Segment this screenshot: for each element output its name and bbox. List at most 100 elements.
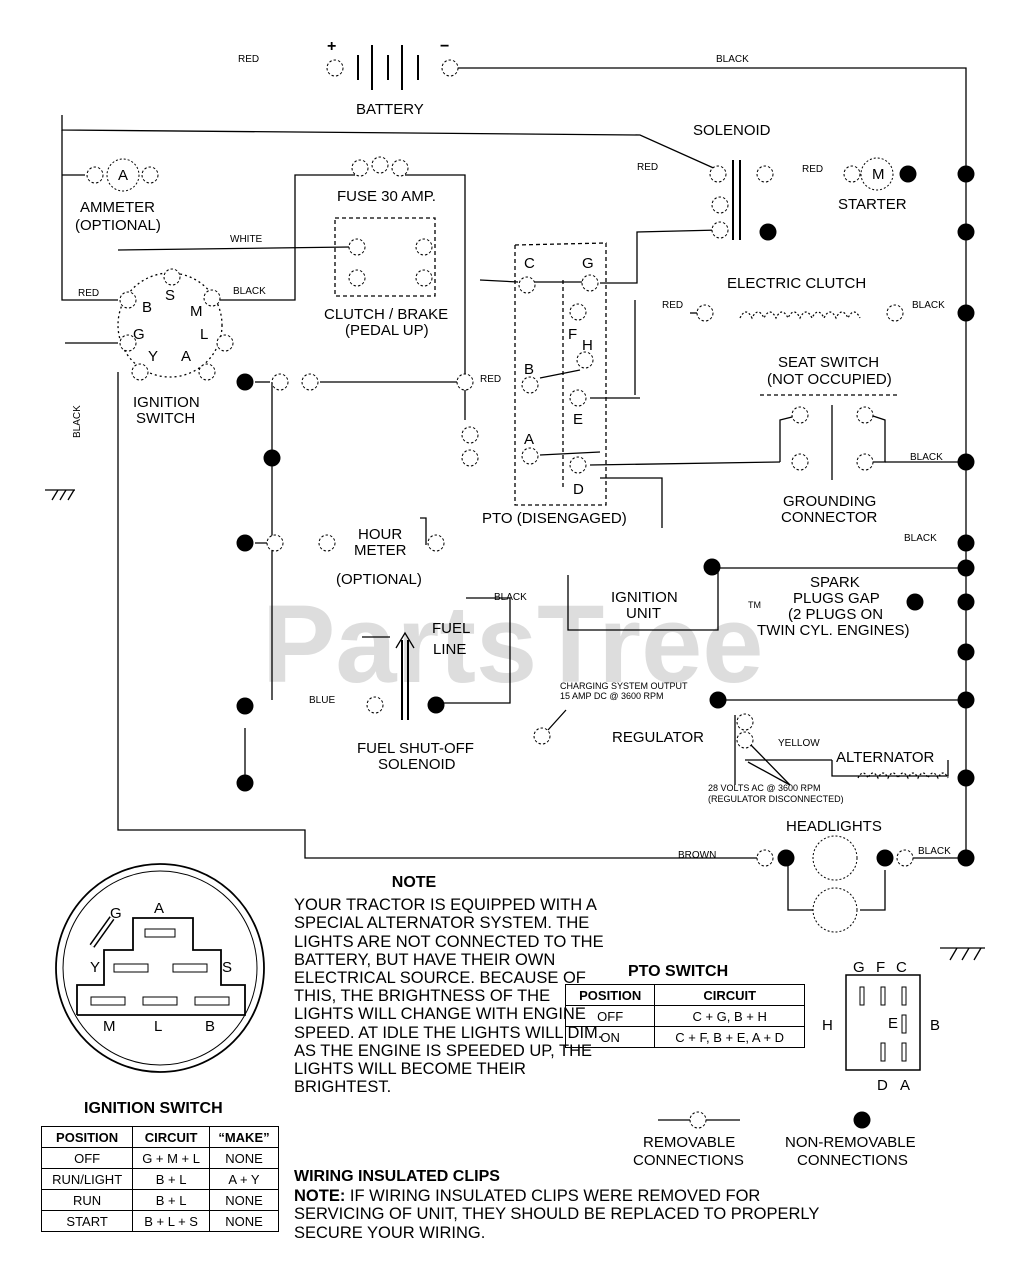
wire-brown: BROWN [678, 850, 716, 861]
ign-th-position: POSITION [40, 1126, 134, 1148]
clips-note: NOTE: IF WIRING INSULATED CLIPS WERE REM… [294, 1187, 854, 1243]
spark-label-2: PLUGS GAP [793, 590, 880, 607]
ign-terminal-s: S [165, 287, 175, 304]
ign-terminal-a: A [181, 348, 191, 365]
wire-black: BLACK [716, 54, 749, 65]
ign-terminal-y: Y [148, 348, 158, 365]
starter-label: STARTER [838, 196, 907, 213]
pto-face-h: H [822, 1017, 833, 1034]
clips-block: WIRING INSULATED CLIPS NOTE: IF WIRING I… [294, 1168, 854, 1242]
ignition-table-title: IGNITION SWITCH [84, 1100, 223, 1117]
clips-note-text: IF WIRING INSULATED CLIPS WERE REMOVED F… [294, 1186, 820, 1242]
table-cell: RUN [40, 1189, 134, 1211]
wire-red: RED [238, 54, 259, 65]
pto-switch-face [845, 974, 921, 1071]
ign-terminal-g: G [133, 326, 145, 343]
wire-black: BLACK [918, 846, 951, 857]
fuel-shutoff-label-2: SOLENOID [378, 756, 456, 773]
table-cell: A + Y [208, 1168, 280, 1190]
table-cell: ON [564, 1026, 656, 1048]
table-row: OFF G + M + L NONE [40, 1147, 280, 1169]
table-row: ON C + F, B + E, A + D [564, 1026, 805, 1048]
pto-face-a: A [900, 1077, 910, 1094]
pto-terminal-h: H [582, 337, 593, 354]
ignition-table: POSITION CIRCUIT “MAKE” OFF G + M + L NO… [40, 1126, 280, 1232]
watermark: PartsTree [262, 583, 763, 706]
ign-terminal-b: B [142, 299, 152, 316]
ign-th-circuit: CIRCUIT [132, 1126, 210, 1148]
headlights-label: HEADLIGHTS [786, 818, 882, 835]
table-row: START B + L + S NONE [40, 1210, 280, 1232]
ign-face-s: S [222, 959, 232, 976]
ignition-switch-label: IGNITION [133, 394, 200, 411]
table-row: RUN/LIGHT B + L A + Y [40, 1168, 280, 1190]
nonremovable-label-2: CONNECTIONS [797, 1152, 908, 1169]
ammeter-icon [106, 158, 140, 192]
wire-black: BLACK [233, 286, 266, 297]
alternator-coil [857, 772, 949, 780]
pto-face-b: B [930, 1017, 940, 1034]
ign-face-g: G [110, 905, 122, 922]
ign-terminal-l: L [200, 326, 208, 343]
spark-label-3: (2 PLUGS ON [788, 606, 883, 623]
wire-red: RED [480, 374, 501, 385]
wires [45, 45, 985, 1121]
pto-table-title: PTO SWITCH [628, 963, 729, 980]
starter-m: M [872, 166, 885, 183]
clips-title: WIRING INSULATED CLIPS [294, 1168, 500, 1185]
wire-red: RED [802, 164, 823, 175]
electric-clutch-label: ELECTRIC CLUTCH [727, 275, 866, 292]
pto-terminal-d: D [573, 481, 584, 498]
pto-face-g: G [853, 959, 865, 976]
wire-red: RED [662, 300, 683, 311]
headlight-icon [812, 887, 858, 933]
headlight-icon [812, 835, 858, 881]
alt-volts-2: (REGULATOR DISCONNECTED) [708, 794, 844, 804]
ign-terminal-m: M [190, 303, 203, 320]
not-occupied-label: (NOT OCCUPIED) [767, 371, 892, 388]
spark-label-1: SPARK [810, 574, 860, 591]
table-cell: B + L [132, 1189, 210, 1211]
fuel-line-label-2: LINE [433, 641, 466, 658]
pto-th-circuit: CIRCUIT [654, 984, 805, 1006]
pto-terminal-e: E [573, 411, 583, 428]
table-cell: B + L [132, 1168, 210, 1190]
table-cell: OFF [564, 1005, 656, 1027]
pto-terminal-g: G [582, 255, 594, 272]
table-cell: OFF [40, 1147, 134, 1169]
wire-black: BLACK [494, 592, 527, 603]
solenoid-label: SOLENOID [693, 122, 771, 139]
spark-label-4: TWIN CYL. ENGINES) [757, 622, 910, 639]
battery-label: BATTERY [356, 101, 424, 118]
alt-volts-1: 28 VOLTS AC @ 3600 RPM [708, 783, 821, 793]
wire-red: RED [637, 162, 658, 173]
clips-note-label: NOTE: [294, 1186, 346, 1205]
removable-label-2: CONNECTIONS [633, 1152, 744, 1169]
electric-clutch-coil [739, 311, 861, 320]
pto-th-position: POSITION [564, 984, 656, 1006]
table-cell: NONE [208, 1210, 280, 1232]
battery-minus: − [440, 38, 449, 55]
ignition-unit-label-2: UNIT [626, 605, 661, 622]
hour-meter-label: HOUR [358, 526, 402, 543]
pto-terminal-c: C [524, 255, 535, 272]
ign-face-b: B [205, 1018, 215, 1035]
seat-switch-label: SEAT SWITCH [778, 354, 879, 371]
ammeter-label: AMMETER [80, 199, 155, 216]
table-cell: NONE [208, 1189, 280, 1211]
ignition-switch-face [55, 863, 265, 1073]
wire-black: BLACK [912, 300, 945, 311]
hour-meter-optional: (OPTIONAL) [336, 571, 422, 588]
battery-plus: + [327, 38, 336, 55]
clutch-brake-label: CLUTCH / BRAKE [324, 306, 448, 323]
pto-terminal-f: F [568, 326, 577, 343]
table-cell: C + F, B + E, A + D [654, 1026, 805, 1048]
wire-red: RED [78, 288, 99, 299]
wire-yellow: YELLOW [778, 738, 820, 749]
table-cell: G + M + L [132, 1147, 210, 1169]
ignition-unit-label: IGNITION [611, 589, 678, 606]
wire-blue: BLUE [309, 695, 335, 706]
alternator-label: ALTERNATOR [836, 749, 935, 766]
pedal-up-label: (PEDAL UP) [345, 322, 429, 339]
charging-label-1: CHARGING SYSTEM OUTPUT [560, 681, 688, 691]
